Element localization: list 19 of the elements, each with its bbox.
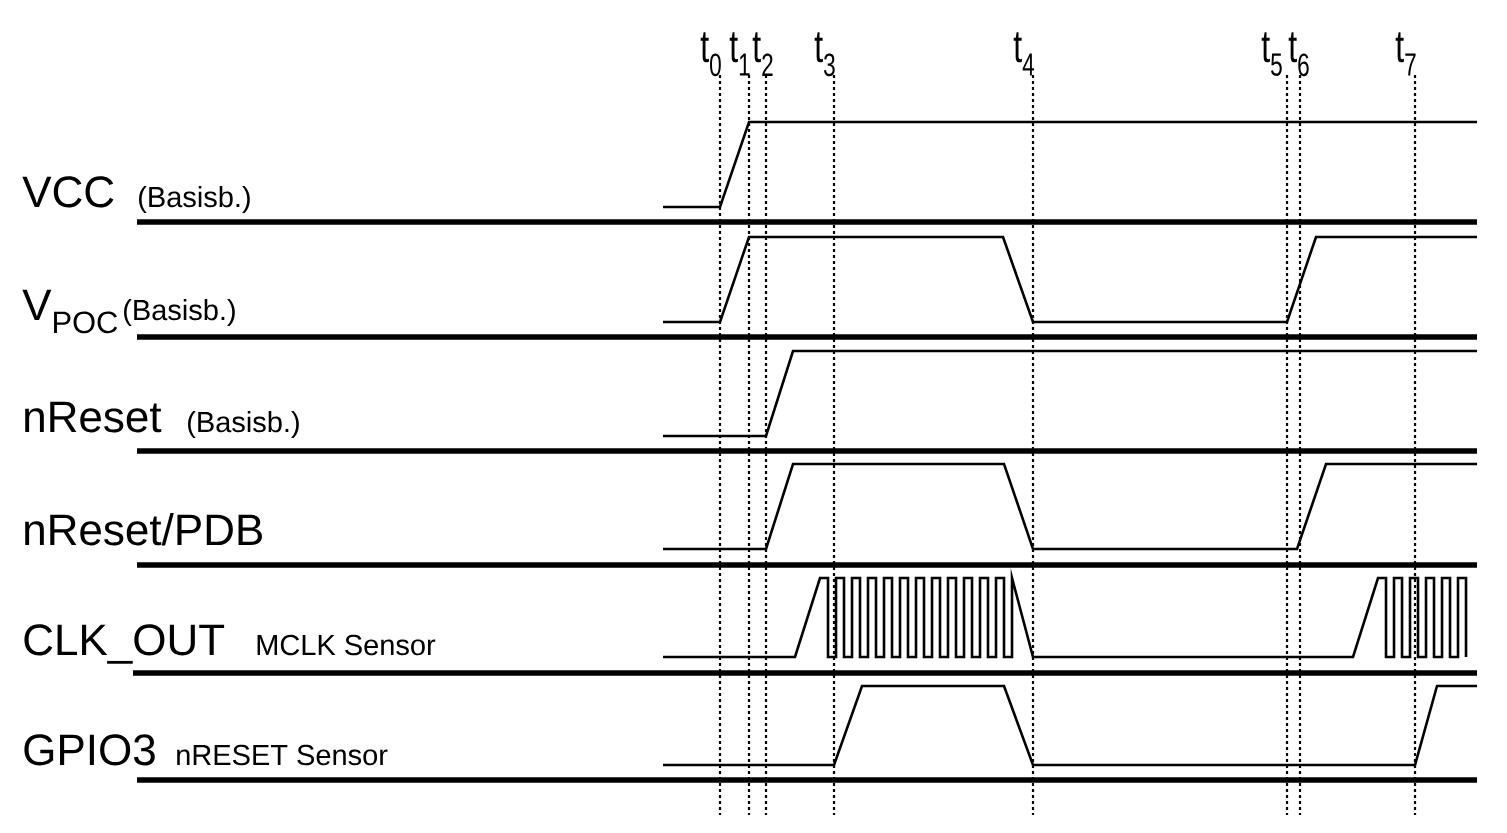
signal-name: GPIO3 [24,734,155,766]
time-marker-label: t$_{1}$ [729,32,750,76]
signal-name: VCC [22,176,114,208]
signal-note: (Basisb.) [124,299,235,326]
signal-note: nRESET Sensor [177,744,388,766]
time-marker-label: t$_{6}$ [1288,32,1309,77]
signal-name: nReset [25,401,162,433]
time-marker-label: t$_{7}$ [1395,32,1416,76]
signal-name: nReset/PDB [25,513,262,546]
time-marker-label: t$_{3}$ [814,32,835,77]
time-marker-label: t$_{2}$ [752,32,773,76]
signal-note: MCLK Sensor [257,634,436,656]
signal-note: (Basisb.) [188,411,299,438]
signal-name: V$_{POC}$ [22,289,118,334]
signal-note: (Basisb.) [139,186,250,213]
time-marker-label: t$_{4}$ [1013,32,1035,76]
time-marker-label: t$_{0}$ [700,32,721,77]
signal-name: CLK_OUT [24,624,225,664]
time-marker-label: t$_{5}$ [1261,32,1282,76]
